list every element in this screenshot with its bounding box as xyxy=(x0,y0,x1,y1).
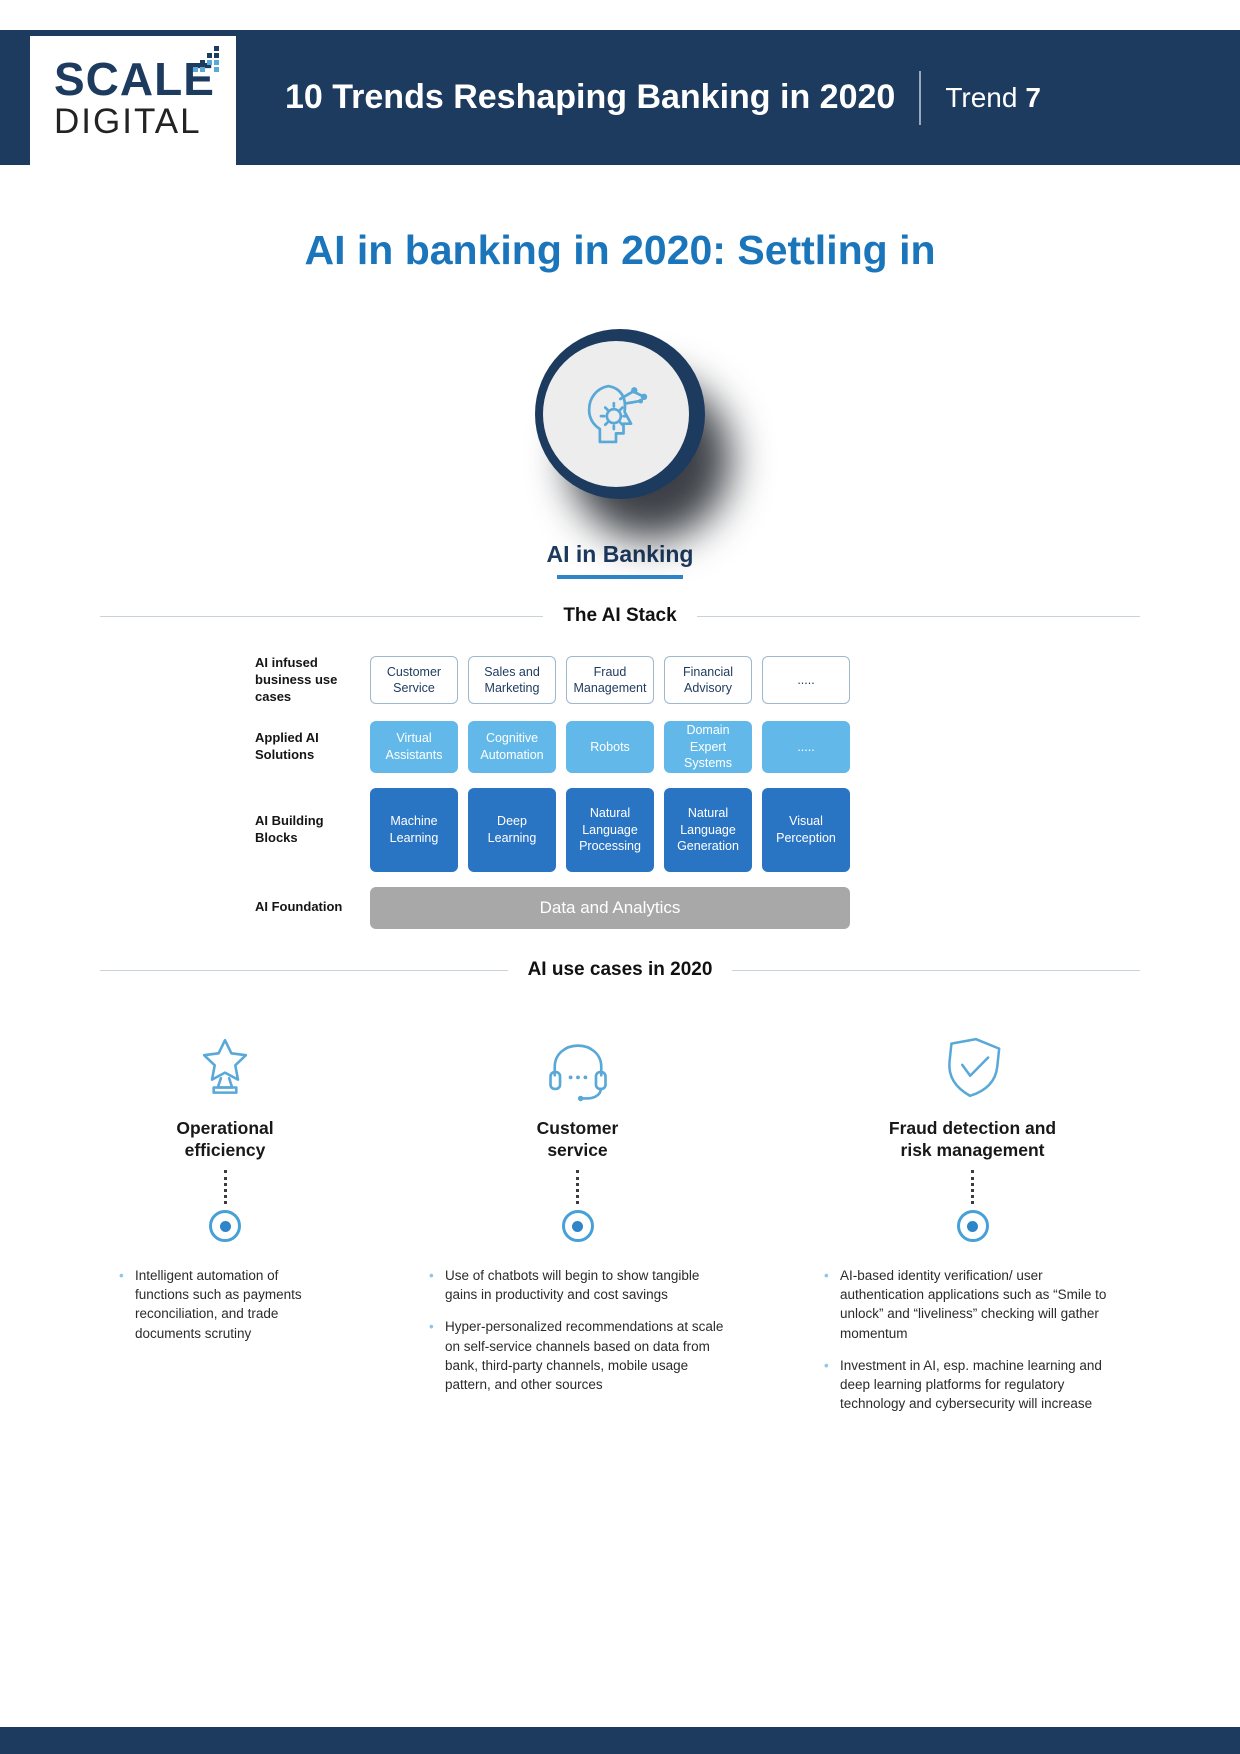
bullet-item: Use of chatbots will begin to show tangi… xyxy=(425,1266,730,1304)
usecase-bullet-list: Intelligent automation of functions such… xyxy=(115,1266,335,1356)
stack-row-label: AI Foundation xyxy=(255,899,343,915)
stack-box: Virtual Assistants xyxy=(370,720,458,773)
stack-box: Robots xyxy=(566,720,654,773)
stack-row-label: AI Building Blocks xyxy=(255,812,324,845)
stack-box: Natural Language Generation xyxy=(664,787,752,872)
section-title-use-cases: AI use cases in 2020 xyxy=(507,958,733,981)
ai-stack-diagram: AI infused business use cases Customer S… xyxy=(255,655,1240,929)
header-divider xyxy=(919,70,922,125)
bullet-item: Intelligent automation of functions such… xyxy=(115,1266,335,1343)
top-margin xyxy=(0,0,1240,30)
stack-row-label: AI infused business use cases xyxy=(255,655,338,704)
logo-dots-decoration xyxy=(193,46,219,72)
usecase-operational-efficiency: Operational efficiency Intelligent autom… xyxy=(115,1023,335,1427)
report-title: 10 Trends Reshaping Banking in 2020 xyxy=(285,78,896,116)
headset-icon xyxy=(541,1023,615,1103)
stack-box: Fraud Management xyxy=(566,656,654,705)
usecase-title: Customer service xyxy=(536,1117,619,1161)
stack-box: Natural Language Processing xyxy=(566,787,654,872)
stack-row-foundation: AI Foundation Data and Analytics xyxy=(255,886,1240,929)
usecase-title: Operational efficiency xyxy=(176,1117,274,1161)
scale-digital-logo: SCALE DIGITAL xyxy=(30,36,236,165)
shield-check-icon xyxy=(937,1023,1009,1103)
usecase-fraud-risk: Fraud detection and risk management AI-b… xyxy=(820,1023,1125,1427)
stack-box: Cognitive Automation xyxy=(468,720,556,773)
logo-text-scale: SCALE xyxy=(54,53,215,105)
usecase-customer-service: Customer service Use of chatbots will be… xyxy=(425,1023,730,1427)
logo-text-digital: DIGITAL xyxy=(54,102,202,141)
use-case-columns: Operational efficiency Intelligent autom… xyxy=(115,1023,1125,1427)
stack-box: ..... xyxy=(762,656,850,705)
dotted-connector xyxy=(971,1170,974,1205)
trophy-icon xyxy=(189,1023,261,1103)
trend-number: 7 xyxy=(1025,81,1041,113)
bullet-item: AI-based identity verification/ user aut… xyxy=(820,1266,1125,1343)
target-icon xyxy=(561,1210,594,1243)
stack-box: Sales and Marketing xyxy=(468,656,556,705)
section-use-cases: AI use cases in 2020 xyxy=(0,958,1240,981)
ai-head-icon xyxy=(543,341,689,487)
stack-box: Deep Learning xyxy=(468,787,556,872)
footer-bar xyxy=(0,1727,1240,1754)
stack-box: Machine Learning xyxy=(370,787,458,872)
stack-foundation-box: Data and Analytics xyxy=(370,886,850,929)
hero-section: AI in Banking xyxy=(0,329,1240,579)
section-title-ai-stack: The AI Stack xyxy=(543,605,697,627)
hero-caption: AI in Banking xyxy=(546,541,694,567)
stack-box: Financial Advisory xyxy=(664,656,752,705)
stack-row-applied-solutions: Applied AI Solutions Virtual Assistants … xyxy=(255,720,1240,773)
stack-row-building-blocks: AI Building Blocks Machine Learning Deep… xyxy=(255,787,1240,872)
stack-row-label: Applied AI Solutions xyxy=(255,729,319,762)
page-title: AI in banking in 2020: Settling in xyxy=(304,227,936,273)
usecase-bullet-list: Use of chatbots will begin to show tangi… xyxy=(425,1266,730,1407)
stack-row-use-cases: AI infused business use cases Customer S… xyxy=(255,655,1240,706)
target-icon xyxy=(956,1210,989,1243)
trend-label: Trend xyxy=(945,81,1018,113)
stack-box: Customer Service xyxy=(370,656,458,705)
hero-caption-underline xyxy=(557,575,683,579)
hero-circle xyxy=(535,329,705,499)
stack-box: Visual Perception xyxy=(762,787,850,872)
dotted-connector xyxy=(576,1170,579,1205)
target-icon xyxy=(209,1210,241,1243)
usecase-title: Fraud detection and risk management xyxy=(888,1117,1057,1161)
header-bar: SCALE DIGITAL 10 Trends Reshaping Bankin… xyxy=(0,30,1240,165)
stack-box: ..... xyxy=(762,720,850,773)
stack-box: Domain Expert Systems xyxy=(664,720,752,773)
usecase-bullet-list: AI-based identity verification/ user aut… xyxy=(820,1266,1125,1426)
dotted-connector xyxy=(223,1170,227,1205)
bullet-item: Hyper-personalized recommendations at sc… xyxy=(425,1317,730,1394)
bullet-item: Investment in AI, esp. machine learning … xyxy=(820,1356,1125,1413)
section-ai-stack: The AI Stack xyxy=(0,605,1240,627)
